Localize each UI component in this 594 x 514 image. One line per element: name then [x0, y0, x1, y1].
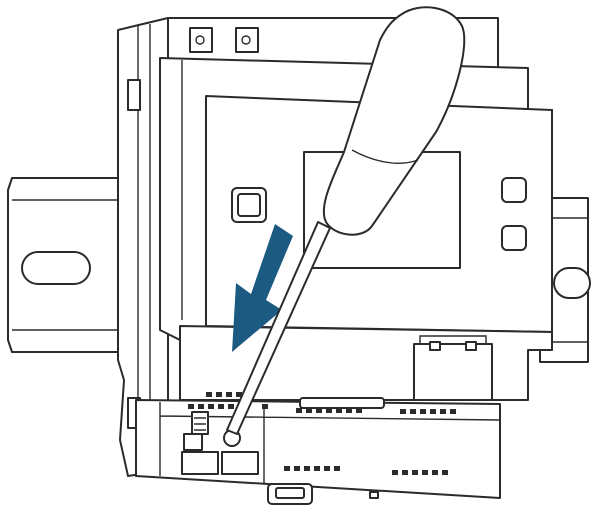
center-button-inner [237, 193, 261, 217]
bottom-foot [369, 491, 379, 499]
terminal-plug-left [181, 451, 219, 475]
relay-block [413, 343, 493, 401]
small-terminal-ribs [194, 417, 206, 431]
relay-notch-right [465, 341, 477, 351]
terminal-slots-lower [284, 466, 448, 475]
top-clip-holes [195, 35, 251, 45]
screwdriver-handle [322, 6, 466, 236]
terminal-label-tab [299, 397, 385, 409]
terminal-hole-frame [183, 433, 203, 451]
top-clip-left [189, 27, 213, 53]
relay-notch-left [429, 341, 441, 351]
relay-block-top [419, 335, 487, 344]
terminal-strip [135, 392, 501, 505]
rear-clip-upper [127, 79, 141, 111]
bottom-latch-inner [275, 487, 305, 499]
terminal-strip-dividers [159, 402, 501, 484]
din-rail-slot-right [553, 267, 591, 299]
terminal-plug-right [221, 451, 259, 475]
side-button-upper [501, 177, 527, 203]
side-button-lower [501, 225, 527, 251]
screwdriver-handle-ring [351, 149, 419, 164]
din-rail-slot [21, 251, 91, 285]
screwdriver-icon [226, 6, 466, 435]
push-down-arrow-icon [232, 224, 293, 352]
screwdriver-shaft [226, 221, 331, 435]
top-clip-right [235, 27, 259, 53]
